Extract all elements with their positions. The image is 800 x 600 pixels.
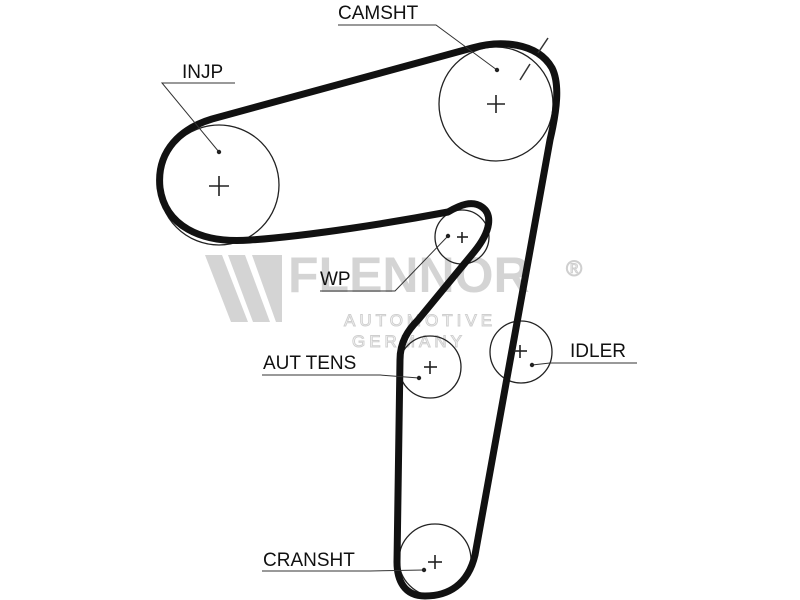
- camshaft-label: CAMSHT: [338, 3, 419, 24]
- watermark-brand: FLENNOR: [288, 247, 530, 303]
- camshaft-leader: [338, 24, 498, 71]
- watermark-logo-mark: [205, 255, 282, 322]
- watermark-registered-mark: ®: [566, 256, 582, 281]
- water-pump-label: WP: [320, 269, 351, 290]
- crankshaft-label: CRANSHT: [263, 550, 355, 571]
- injection-pump-label: INJP: [182, 62, 223, 83]
- water-pump-center-cross: [457, 232, 468, 243]
- auto-tensioner-label: AUT TENS: [263, 353, 356, 374]
- camshaft-center-cross: [487, 95, 505, 113]
- alignment-mark-2: [537, 37, 549, 54]
- leader-lines: [160, 24, 637, 573]
- alignment-marks: [519, 37, 549, 81]
- water-pump-leader: [320, 235, 449, 292]
- injection-pump-center-cross: [209, 176, 229, 196]
- crankshaft-leader: [262, 569, 425, 572]
- auto-tensioner-leader: [262, 374, 420, 379]
- idler-center-cross: [514, 345, 527, 358]
- auto-tensioner-center-cross: [424, 361, 437, 374]
- idler-leader: [531, 362, 637, 366]
- crankshaft-center-cross: [428, 555, 442, 569]
- idler-pulley: [489, 320, 553, 384]
- injection-pump-leader: [160, 82, 235, 153]
- labels: CAMSHT INJP WP AUT TENS IDLER CRANSHT: [182, 3, 626, 571]
- idler-label: IDLER: [570, 341, 626, 362]
- timing-belt: [156, 40, 561, 600]
- center-marks: [209, 95, 527, 569]
- watermark: FLENNOR ® AUTOMOTIVE GERMANY: [205, 247, 583, 352]
- alignment-mark-1: [519, 63, 531, 81]
